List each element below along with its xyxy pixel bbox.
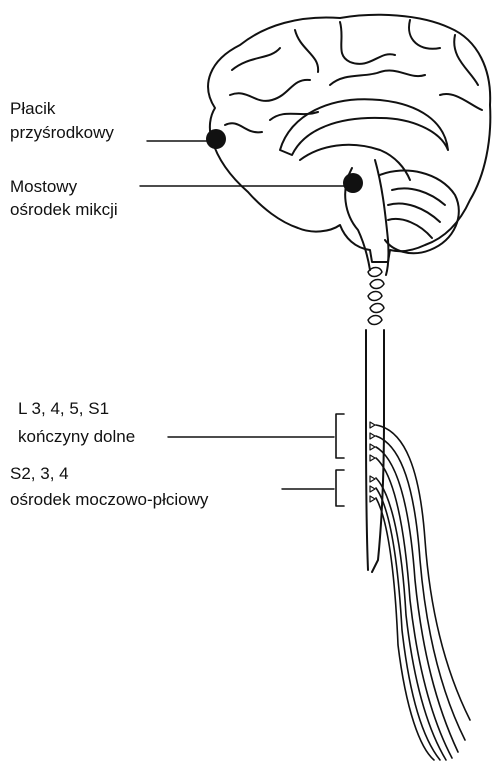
bracket-lumbar [336,414,344,458]
bracket-sacral [336,470,344,506]
brain-outline [208,15,490,262]
ganglia-upper [370,422,375,461]
label-mostowy-1: Mostowy [10,176,77,197]
cerebellum-folia [388,188,445,238]
brain-gyri [225,20,482,132]
placik-dot [206,129,226,149]
label-mostowy-2: ośrodek mikcji [10,199,118,220]
nerve-fibers [376,425,470,760]
ganglia-lower [370,476,375,502]
label-sacral-2: ośrodek moczowo-płciowy [10,489,208,510]
cerebellum [380,171,459,254]
label-placik-1: Płacik [10,98,55,119]
label-lumbar-1: L 3, 4, 5, S1 [18,398,109,419]
mostowy-dot [343,173,363,193]
vertebral-chain [368,268,384,325]
label-lumbar-2: kończyny dolne [18,426,135,447]
label-placik-2: przyśrodkowy [10,122,114,143]
label-sacral-1: S2, 3, 4 [10,463,69,484]
